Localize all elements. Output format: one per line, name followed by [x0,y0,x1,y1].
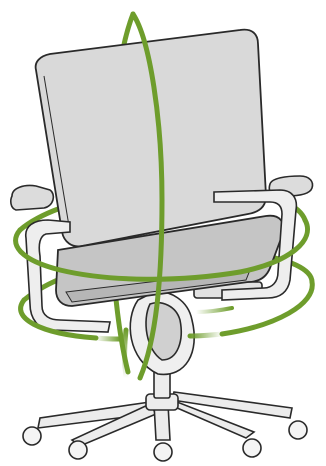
horizontal-orbit-lower-front-left [18,297,99,341]
casters [22,420,308,462]
horizontal-orbit-lower-front-fade-left [93,335,123,342]
horizontal-orbit-upper-front-left [13,227,243,282]
seat-cushion [55,214,285,307]
backrest-edge [43,75,71,233]
horizontal-orbit-upper-front-right [237,217,310,275]
caster [242,438,262,458]
orbit-front [13,11,315,381]
caster [153,442,173,462]
armrest-right-frame [213,189,298,301]
vertical-orbit-front [130,11,165,381]
horizontal-orbit-lower-front-right [219,279,315,337]
vertical-orbit-tail [122,327,129,381]
armrest-left-pad [10,184,55,211]
orbit-accent [194,306,234,314]
caster [288,420,308,440]
horizontal-orbit-lower-front-fade-right [187,331,225,339]
caster [22,426,42,446]
caster [68,440,88,460]
armrest-right [213,175,314,301]
